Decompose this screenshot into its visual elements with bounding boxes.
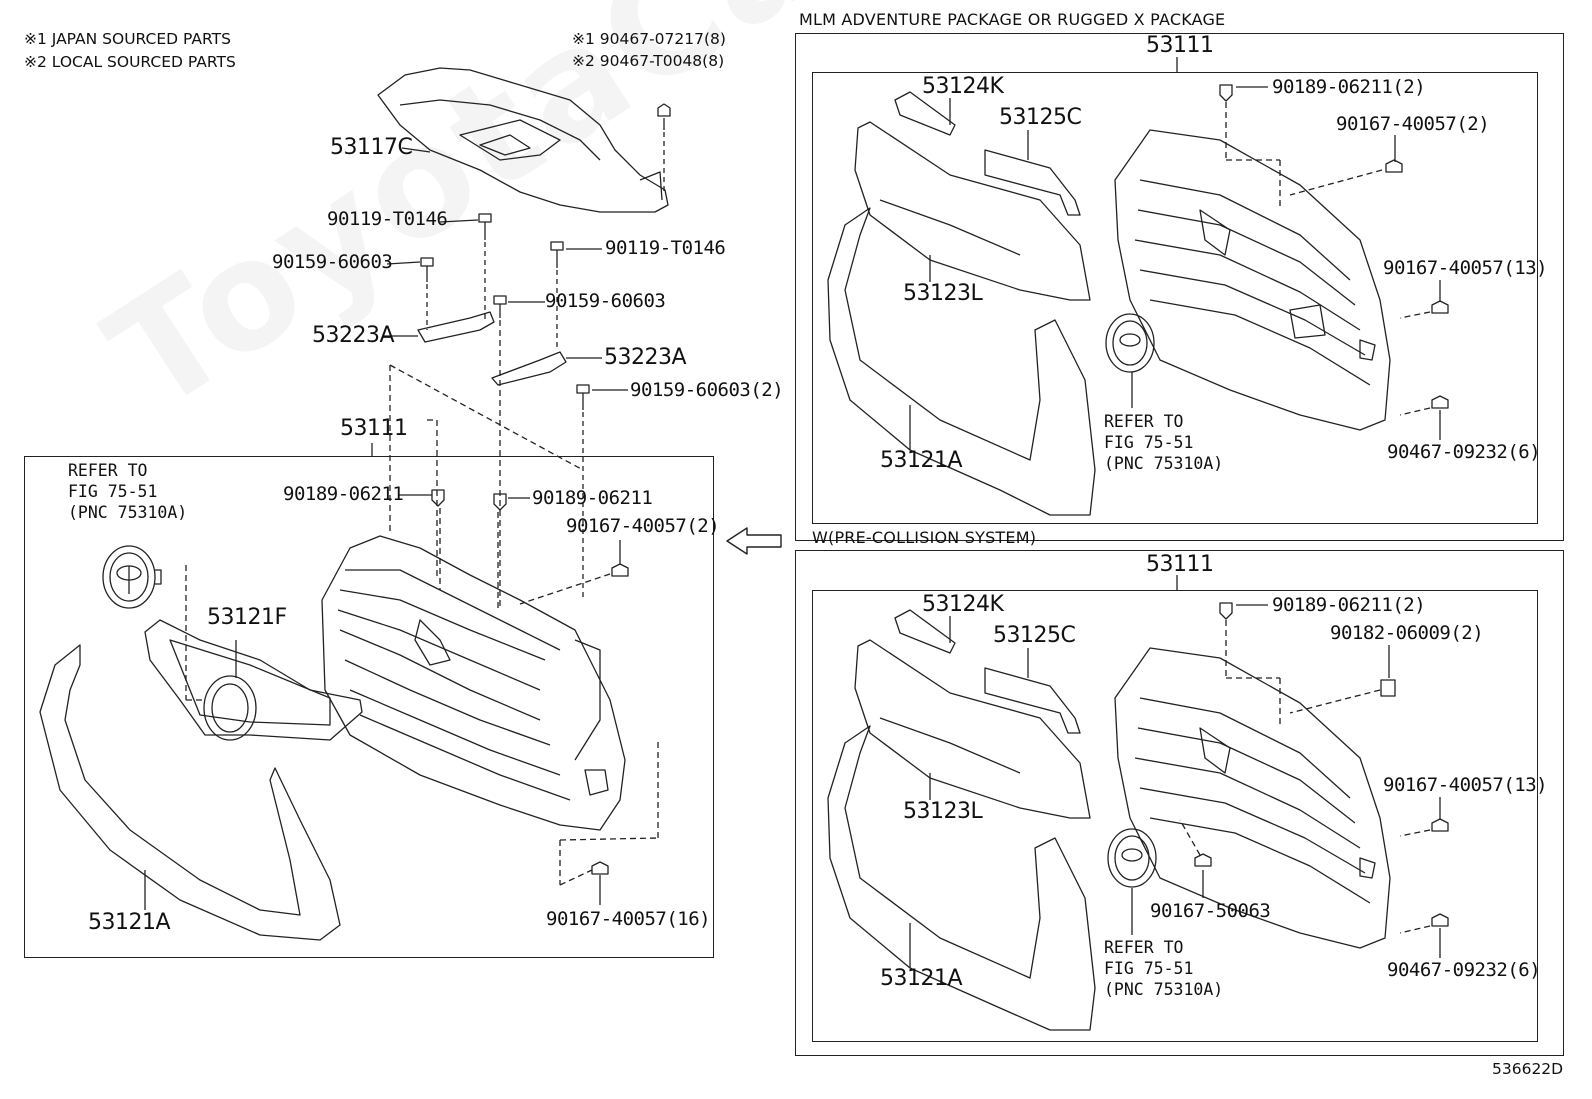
part-53123l-label-rb: 53123L [903,799,983,824]
bracket-53223a-shapes [417,311,567,386]
part-53111-label-left: 53111 [340,416,408,441]
part-53125c-label-rb: 53125C [993,623,1076,648]
left-leader-lines [144,147,628,910]
arrow-left-icon [726,527,782,555]
part-90467-09232-6-label-rt: 90467-09232(6) [1387,441,1541,463]
rb-leaders [909,604,1441,968]
part-90189-06211-2-label-rt: 90189-06211(2) [1272,76,1426,98]
part-53121a-label-rb: 53121A [880,966,963,991]
part-53223a-label-b: 53223A [604,345,687,370]
left-dashed-leaders [389,320,584,610]
part-53121f-label: 53121F [207,605,287,630]
cover-53117c-shape [377,67,669,213]
part-53125c-label-rt: 53125C [999,105,1082,130]
part-90189-06211-label-b: 90189-06211 [532,487,653,509]
part-90167-40057-13-label-rb: 90167-40057(13) [1383,774,1548,796]
part-53121a-label-left: 53121A [88,910,171,935]
part-90159-60603-label-b: 90159-60603 [545,290,666,312]
part-53223a-label-a: 53223A [312,323,395,348]
left-upper-fasteners [420,103,671,600]
part-90167-40057-16-label: 90167-40057(16) [546,908,711,930]
top-fastener-local: ※2 90467-T0048(8) [572,52,725,70]
left-emblem-shape [102,545,162,609]
right-bottom-outer-frame [795,550,1564,1056]
refer-to-fig-rt: REFER TO FIG 75-51 (PNC 75310A) [1104,412,1224,473]
figure-id: 536622D [1492,1060,1564,1078]
part-90467-09232-6-label-rb: 90467-09232(6) [1387,959,1541,981]
rb-dashes [1179,620,1431,934]
part-90189-06211-label-a: 90189-06211 [283,483,404,505]
grille-surround-53121f-shape [144,619,363,741]
rb-parts [827,602,1449,1031]
part-90119-t0146-label-b: 90119-T0146 [605,237,726,259]
refer-to-fig-left: REFER TO FIG 75-51 (PNC 75310A) [68,461,188,522]
top-fastener-japan: ※1 90467-07217(8) [572,30,726,48]
right-top-inner-frame [812,72,1538,524]
part-90159-60603-label-a: 90159-60603 [272,251,393,273]
part-90167-40057-2-label: 90167-40057(2) [566,515,720,537]
package-section-title: MLM ADVENTURE PACKAGE OR RUGGED X PACKAG… [799,10,1226,29]
part-90159-60603-2-label: 90159-60603(2) [630,379,784,401]
left-detail-frame [24,456,714,958]
part-90189-06211-2-label-rb: 90189-06211(2) [1272,594,1426,616]
part-53111-label-rb: 53111 [1146,552,1214,577]
part-53124k-label-rt: 53124K [922,74,1004,99]
left-detail-dashes [185,508,659,886]
right-top-outer-frame [795,33,1564,541]
left-detail-clips [431,489,629,875]
part-90119-t0146-label-a: 90119-T0146 [327,208,448,230]
part-53121a-label-rt: 53121A [880,448,963,473]
rt-parts [827,84,1449,516]
part-90167-50063-label-rb: 90167-50063 [1150,900,1271,922]
japan-sourced-note: ※1 JAPAN SOURCED PARTS [24,30,231,48]
main-grille-53111-shape [321,535,626,831]
right-bottom-inner-frame [812,590,1538,1042]
rt-dashes [1225,102,1431,416]
part-53117c-label: 53117C [330,135,413,160]
part-90167-40057-2-label-rt: 90167-40057(2) [1336,113,1490,135]
refer-to-fig-rb: REFER TO FIG 75-51 (PNC 75310A) [1104,938,1224,999]
part-53124k-label-rb: 53124K [922,592,1004,617]
part-90167-40057-13-label-rt: 90167-40057(13) [1383,257,1548,279]
pcs-section-title: W(PRE-COLLISION SYSTEM) [812,528,1037,547]
lower-frame-53121a-shape [39,644,341,941]
part-53111-label-rt: 53111 [1146,33,1214,58]
rt-leaders [909,86,1441,450]
part-90182-06009-2-label-rb: 90182-06009(2) [1330,622,1484,644]
local-sourced-note: ※2 LOCAL SOURCED PARTS [24,53,236,71]
part-53123l-label-rt: 53123L [903,281,983,306]
